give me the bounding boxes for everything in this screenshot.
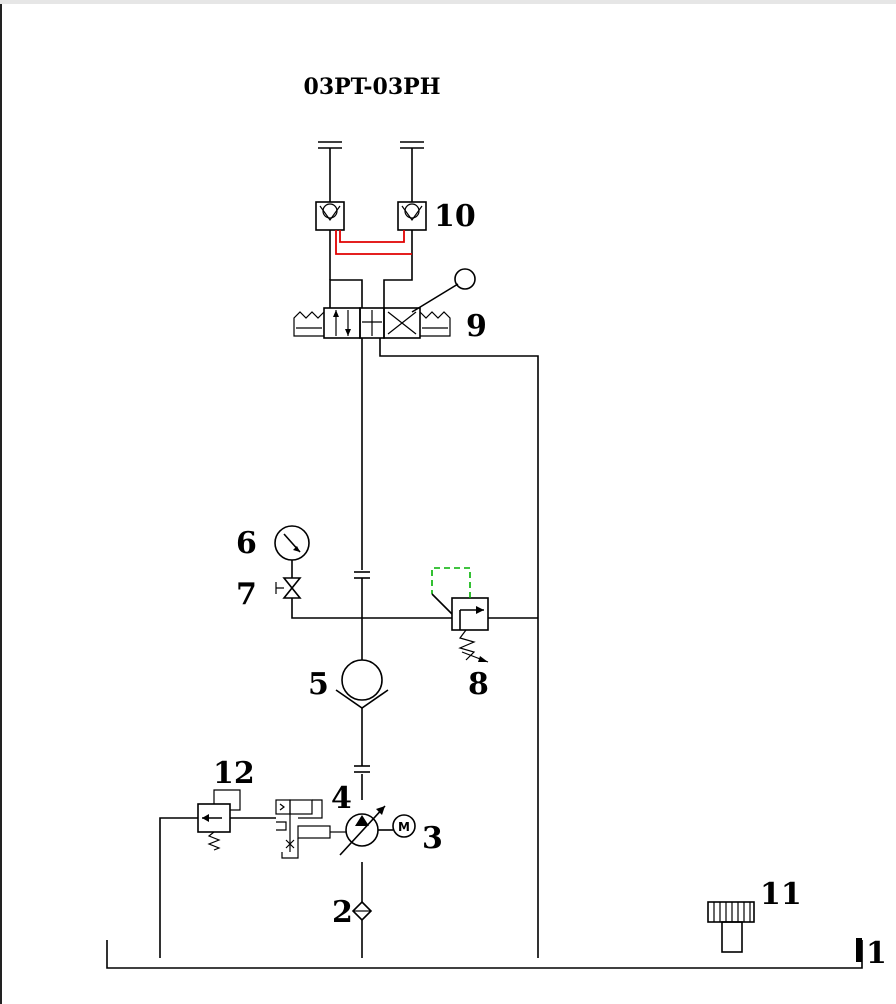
label-9: 9 (466, 309, 487, 344)
check-valve-5 (335, 659, 389, 709)
motor-symbol-text: M (398, 820, 410, 834)
top-border (0, 0, 896, 4)
label-8: 8 (468, 667, 489, 702)
branch-line-gauge-relief (291, 598, 538, 619)
label-6: 6 (236, 526, 257, 561)
relief-valve-8 (431, 567, 489, 663)
label-1: 1 (866, 936, 887, 971)
tank-reservoir (106, 940, 863, 969)
label-7: 7 (236, 577, 257, 612)
variable-pump-4 (339, 805, 393, 856)
tank-level-indicator-1 (856, 938, 862, 962)
relief-valve-12 (159, 789, 276, 958)
label-11: 11 (760, 877, 802, 912)
label-3: 3 (422, 821, 443, 856)
coupling-lower (354, 765, 370, 773)
label-4: 4 (331, 781, 352, 816)
directional-valve-9 (293, 268, 476, 339)
pilot-check-valve-10-right (397, 141, 427, 231)
pressure-gauge-6 (274, 525, 310, 578)
suction-filter-2 (351, 900, 373, 922)
pilot-check-valve-10-left (315, 141, 345, 231)
pilot-lines-red (335, 230, 412, 255)
label-5: 5 (308, 667, 329, 702)
electric-motor-3: M (392, 814, 416, 838)
breather-cap-11 (707, 901, 755, 953)
actuator-lines (329, 230, 413, 308)
left-border (0, 4, 2, 1004)
label-10: 10 (434, 199, 476, 234)
gauge-shutoff-valve-7 (275, 577, 302, 599)
label-12: 12 (213, 756, 255, 791)
pump-compensator (275, 799, 346, 859)
return-line (379, 338, 539, 958)
coupling-upper (354, 571, 370, 579)
diagram-title: 03PT-03PH (304, 74, 441, 100)
label-2: 2 (332, 895, 353, 930)
